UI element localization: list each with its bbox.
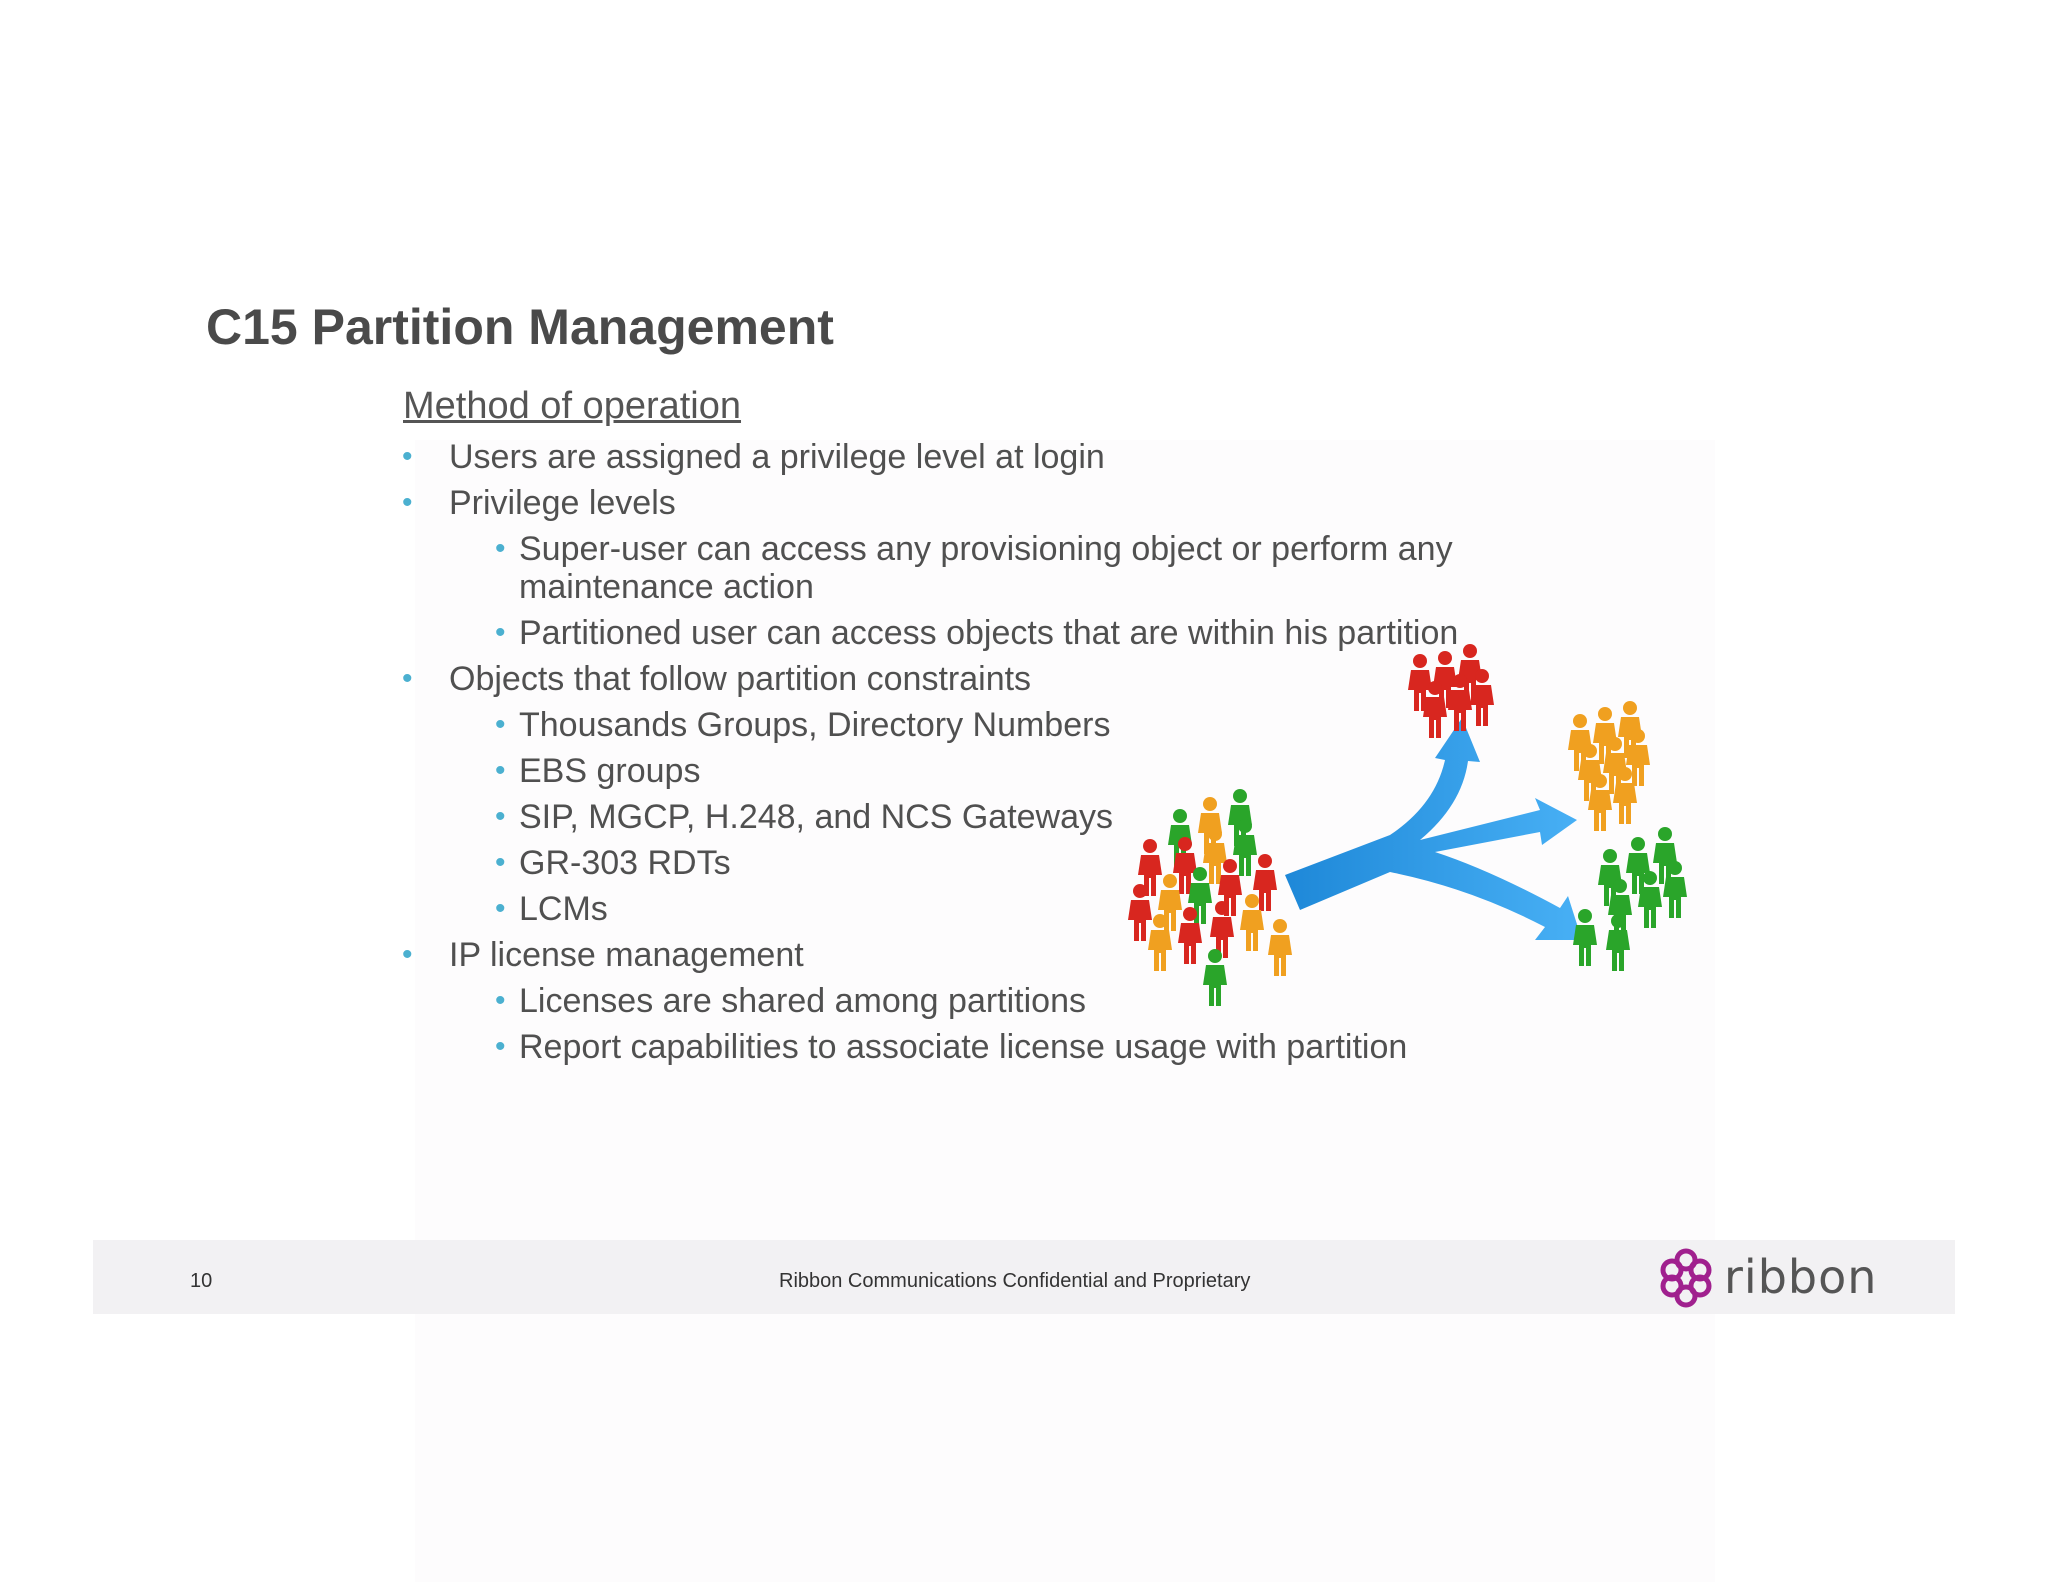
bullet-item: Privilege levels (449, 484, 676, 522)
bullet-item: IP license management (449, 936, 804, 974)
mixed-people-group (1128, 789, 1292, 1006)
sub-bullet-item: GR-303 RDTs (519, 844, 731, 882)
footer-bar (93, 1240, 1955, 1314)
bullet-dot: • (495, 708, 506, 741)
bullet-dot: • (402, 486, 413, 519)
sub-bullet-item: LCMs (519, 890, 608, 928)
section-subheading: Method of operation (403, 385, 742, 427)
bullet-dot: • (495, 892, 506, 925)
bullet-dot: • (495, 1030, 506, 1063)
bullet-dot: • (495, 754, 506, 787)
orange-people-group (1568, 701, 1650, 831)
ribbon-logo-icon (1660, 1248, 1712, 1308)
bullet-dot: • (495, 800, 506, 833)
sub-bullet-item: Licenses are shared among partitions (519, 982, 1086, 1020)
bullet-dot: • (402, 938, 413, 971)
sub-bullet-continuation: maintenance action (519, 568, 814, 606)
page-number: 10 (190, 1270, 213, 1292)
bullet-dot: • (402, 440, 413, 473)
people-split-arrow-illustration (1128, 644, 1687, 1006)
bullet-dot: • (495, 532, 506, 565)
sub-bullet-item: SIP, MGCP, H.248, and NCS Gateways (519, 798, 1114, 836)
sub-bullet-item: EBS groups (519, 752, 701, 790)
sub-bullet-item: Thousands Groups, Directory Numbers (519, 706, 1111, 744)
bullet-dot: • (495, 846, 506, 879)
bullet-item: Objects that follow partition constraint… (449, 660, 1032, 698)
sub-bullet-item: Super-user can access any provisioning o… (519, 530, 1453, 568)
bullet-item: Users are assigned a privilege level at … (449, 438, 1105, 476)
sub-bullet-item: Report capabilities to associate license… (519, 1028, 1408, 1066)
green-people-group (1573, 827, 1687, 971)
background-panel (415, 440, 1715, 1582)
ribbon-logo: ribbon (1656, 1246, 1876, 1312)
split-arrow (1285, 718, 1582, 940)
slide-title: C15 Partition Management (206, 299, 834, 355)
bullet-dot: • (495, 984, 506, 1017)
bullet-dot: • (495, 616, 506, 649)
sub-bullet-item: Partitioned user can access objects that… (519, 614, 1459, 652)
logo-wordmark: ribbon (1724, 1250, 1878, 1304)
bullet-dot: • (402, 662, 413, 695)
confidentiality-notice: Ribbon Communications Confidential and P… (779, 1270, 1251, 1292)
red-people-group (1408, 644, 1494, 738)
